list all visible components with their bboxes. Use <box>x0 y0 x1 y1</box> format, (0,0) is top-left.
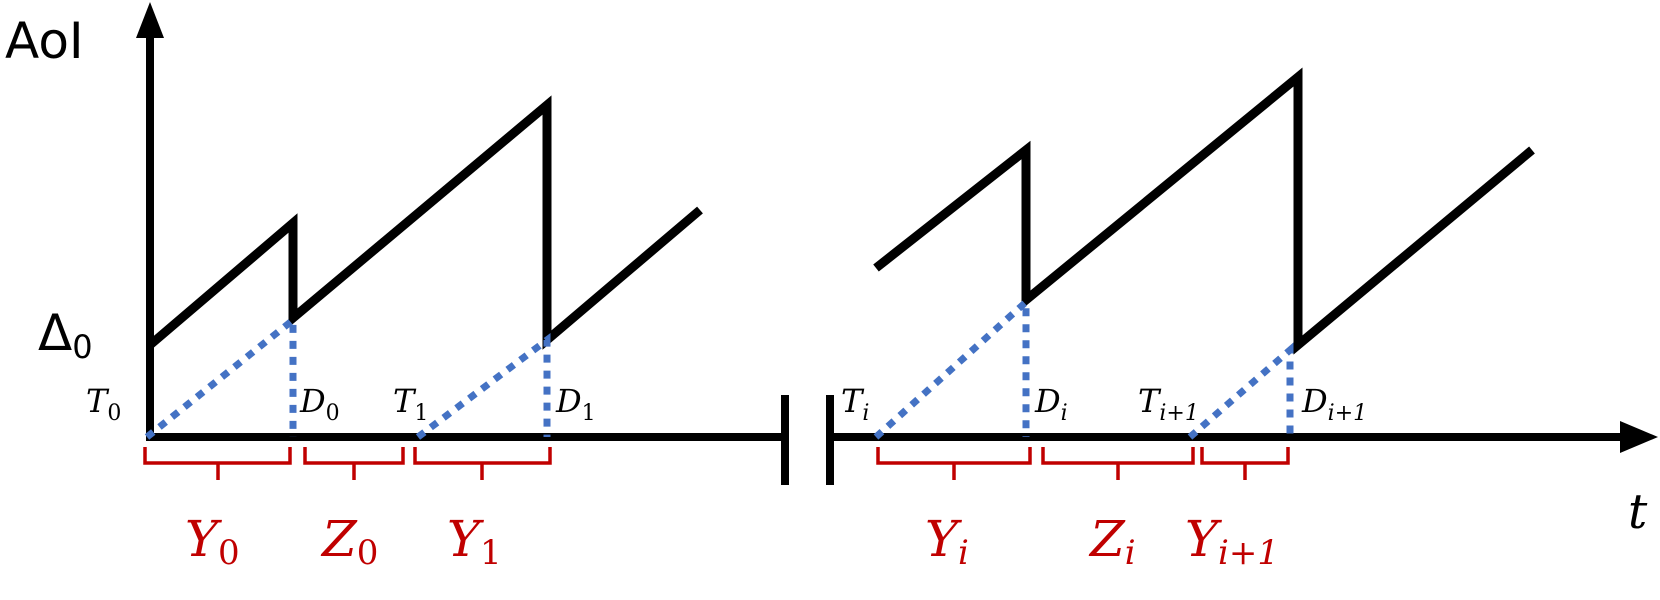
brace-yi <box>876 447 1032 480</box>
time-point-labels: T0 D0 T1 D1 Ti Di Ti+1 Di+1 <box>86 382 1367 426</box>
label-ti1: Ti+1 <box>1138 382 1199 426</box>
label-y1: Y1 <box>447 510 502 573</box>
brace-zi <box>1041 447 1195 480</box>
axis-break-marker <box>781 395 834 485</box>
y-axis-title: AoI <box>5 12 84 70</box>
label-d0: D0 <box>299 382 340 426</box>
interval-labels: Y0 Z0 Y1 Yi Zi Yi+1 <box>185 510 1279 573</box>
dotted-segment-i <box>873 294 1030 440</box>
interval-braces <box>143 447 1290 480</box>
x-axis <box>146 421 1658 453</box>
packet-age-dotted-lines <box>144 294 1294 440</box>
label-yi1: Yi+1 <box>1185 510 1279 573</box>
label-y0: Y0 <box>185 510 240 573</box>
x-axis-title: t <box>1628 484 1648 540</box>
brace-yi1 <box>1200 447 1290 480</box>
brace-y0 <box>143 447 292 480</box>
label-ti: Ti <box>841 382 869 426</box>
y-axis <box>136 2 164 440</box>
label-t1: T1 <box>393 382 428 426</box>
label-di1: Di+1 <box>1301 382 1367 426</box>
label-zi: Zi <box>1088 510 1136 573</box>
label-z0: Z0 <box>320 510 378 573</box>
dotted-segment-0 <box>144 312 297 440</box>
dotted-segment-1 <box>415 332 551 440</box>
dotted-segment-i1 <box>1187 342 1294 440</box>
brace-y1 <box>413 447 552 480</box>
label-t0: T0 <box>86 382 121 426</box>
label-di: Di <box>1034 382 1068 426</box>
aoi-curve-left <box>147 95 703 350</box>
brace-z0 <box>303 447 405 480</box>
label-yi: Yi <box>925 510 969 573</box>
aoi-curve-right <box>873 67 1535 355</box>
delta-zero-label: Δ0 <box>38 304 93 366</box>
label-d1: D1 <box>555 382 596 426</box>
